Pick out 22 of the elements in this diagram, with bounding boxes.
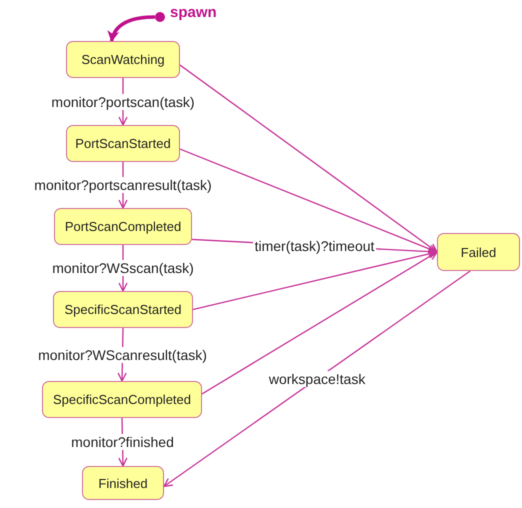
- state-box: SpecificScanCompleted: [42, 381, 202, 418]
- edge-label: timer(task)?timeout: [252, 238, 376, 254]
- transition-arrow: [108, 15, 156, 42]
- edge-label: monitor?finished: [69, 434, 176, 450]
- state-box: ScanWatching: [66, 41, 180, 78]
- transition-arrow: [163, 270, 471, 488]
- initial-state-dot: [155, 12, 165, 22]
- state-box: SpecificScanStarted: [53, 291, 193, 328]
- edge-label: monitor?WSscan(task): [50, 260, 196, 276]
- start-label: spawn: [170, 4, 217, 21]
- transition-arrow: [192, 249, 438, 310]
- edge-label: monitor?portscan(task): [49, 94, 197, 110]
- transition-arrow: [180, 64, 438, 253]
- state-box: Finished: [82, 466, 164, 500]
- state-box: PortScanCompleted: [54, 208, 192, 245]
- edge-label: workspace!task: [266, 370, 368, 387]
- state-box: PortScanStarted: [66, 125, 180, 162]
- edge-label: monitor?WScanresult(task): [36, 346, 209, 362]
- transition-arrow: [202, 251, 438, 394]
- state-box: Failed: [437, 233, 520, 271]
- edge-label: monitor?portscanresult(task): [32, 177, 214, 193]
- transition-arrow: [180, 148, 438, 254]
